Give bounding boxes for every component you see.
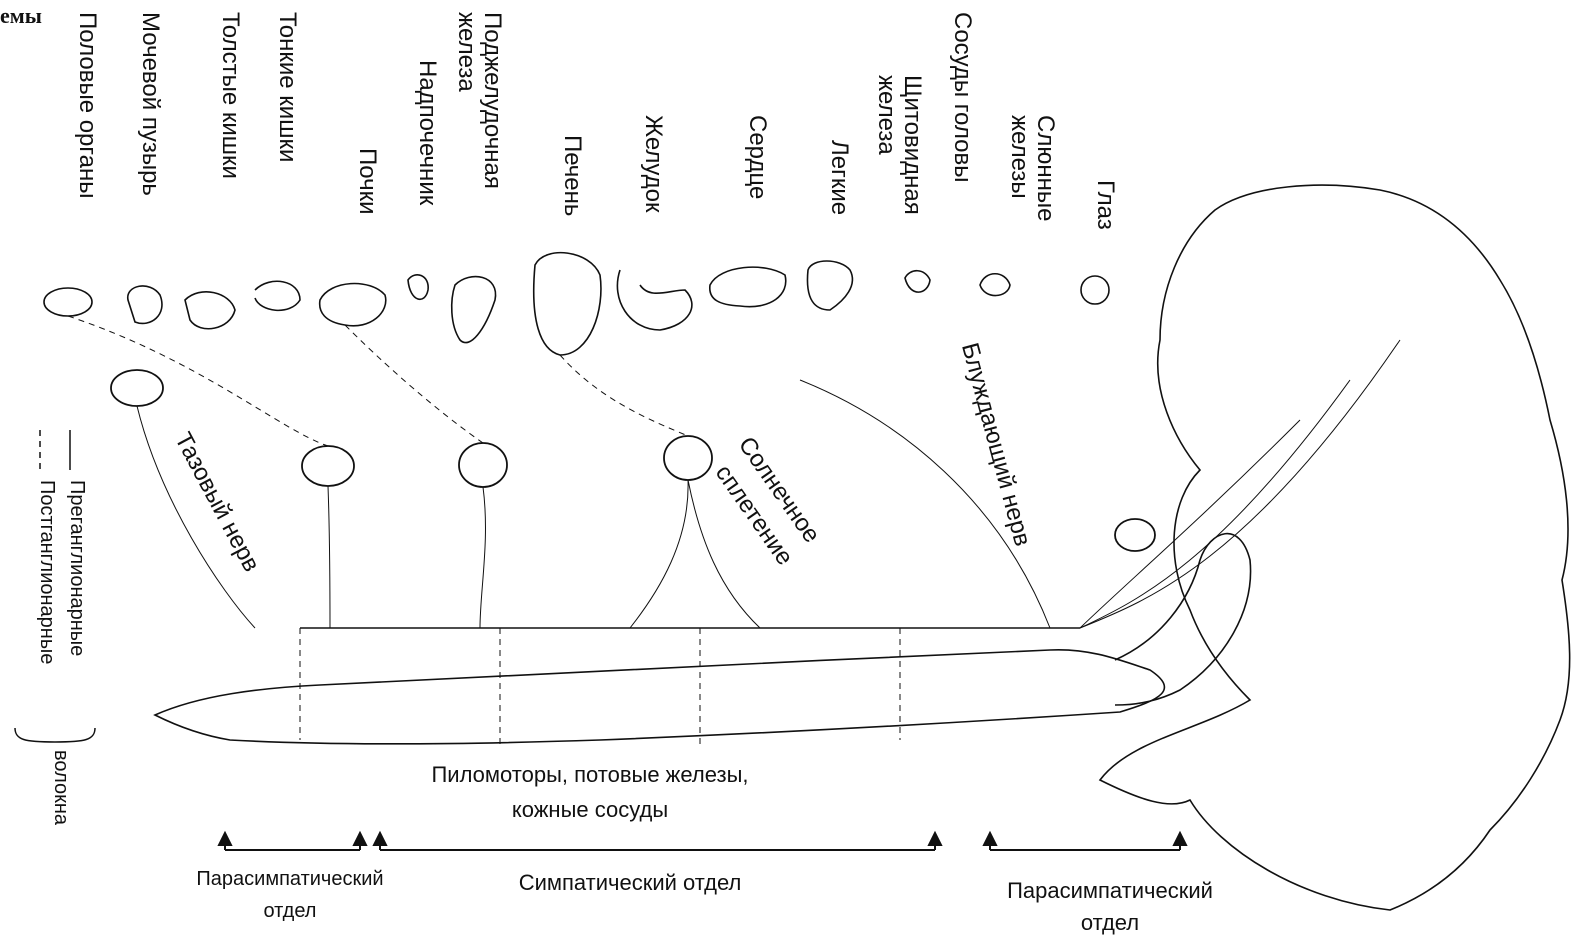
spinal-cord (155, 650, 1164, 744)
heart (710, 267, 786, 307)
label-liver: Печень (559, 135, 585, 216)
parasympathetic-right-line-2: отдел (960, 908, 1260, 938)
corner-fragment: емы (0, 4, 42, 28)
pelvic-ganglion (111, 370, 163, 406)
label-large-intestine: Толстые кишки (217, 12, 243, 179)
legend-postganglionic: Постганглионарные (35, 480, 58, 664)
fiber (328, 486, 330, 628)
label-heart: Сердце (744, 115, 770, 199)
inferior-mesenteric-ganglion (302, 446, 354, 486)
pancreas (452, 277, 496, 343)
ciliary-ganglion (1115, 519, 1155, 551)
label-eye: Глаз (1092, 180, 1118, 230)
large-intestine (185, 292, 235, 329)
liver (534, 253, 601, 355)
label-lungs: Легкие (826, 140, 852, 215)
legend-fibers: волокна (49, 750, 72, 825)
adrenal (408, 275, 428, 300)
stomach (617, 270, 691, 330)
salivary-glands (980, 274, 1010, 296)
fiber (630, 480, 688, 628)
label-thyroid: Щитовидная железа (873, 75, 925, 215)
small-intestine (255, 281, 300, 310)
bladder (128, 286, 162, 324)
thyroid (905, 271, 930, 292)
genital-organ (44, 288, 92, 316)
parasympathetic-left-line-2: отдел (160, 896, 420, 926)
effectors-line-1: Пиломоторы, потовые железы, (340, 760, 840, 790)
lungs (807, 261, 852, 310)
fiber (68, 316, 328, 446)
celiac-ganglion (664, 436, 712, 480)
legend-preganglionic: Преганглионарные (65, 480, 88, 656)
label-small-intestine: Тонкие кишки (274, 12, 300, 162)
effectors-line-2: кожные сосуды (340, 795, 840, 825)
superior-mesenteric-ganglion (459, 443, 507, 487)
eye (1081, 276, 1109, 304)
kidney (320, 284, 386, 326)
label-adrenal: Надпочечник (414, 60, 440, 205)
label-bladder: Мочевой пузырь (137, 12, 163, 196)
brain-outline (1100, 185, 1570, 910)
parasympathetic-left-line-1: Парасимпатический (160, 864, 420, 894)
label-stomach: Желудок (640, 115, 666, 212)
label-genital-organs: Половые органы (74, 12, 100, 198)
fiber (1080, 340, 1400, 628)
label-pancreas: Поджелудочная железа (453, 12, 505, 189)
parasympathetic-right-line-1: Парасимпатический (960, 876, 1260, 906)
fiber (480, 487, 485, 628)
fiber (1080, 420, 1300, 628)
sympathetic-label: Симпатический отдел (450, 868, 810, 898)
fiber (345, 325, 483, 443)
fiber (560, 355, 688, 436)
label-head-vessels: Сосуды головы (949, 12, 975, 182)
legend-brace (15, 728, 95, 742)
label-salivary-glands: Слюнные железы (1006, 115, 1058, 221)
label-kidneys: Почки (354, 148, 380, 214)
